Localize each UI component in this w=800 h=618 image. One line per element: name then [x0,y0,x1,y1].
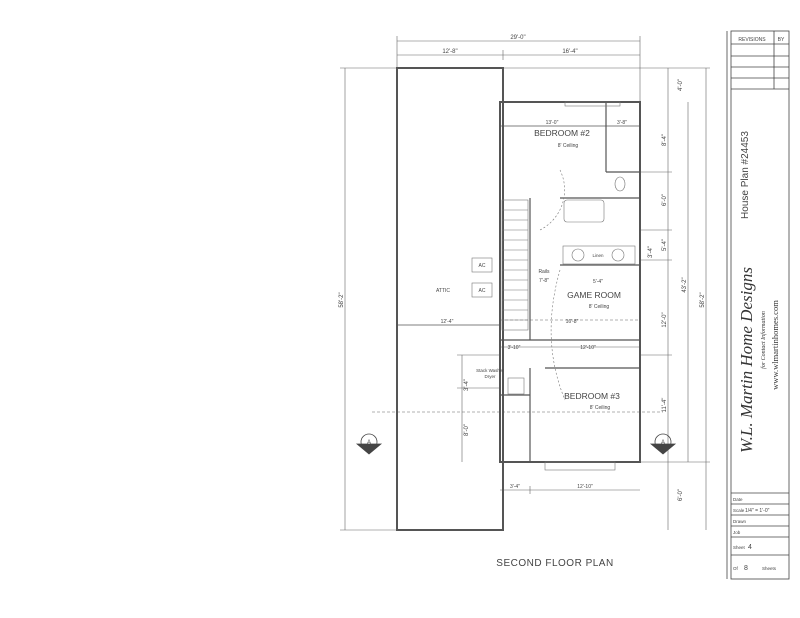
of-label: Of [733,566,739,571]
section-marker-left [355,433,383,455]
sheet-label: Sheet [733,545,746,550]
left-width-dim: 12'-8" [442,49,457,55]
overall-width-dim: 29'-0" [510,35,525,41]
rails-label: Rails [538,269,550,275]
dim: 12'-4" [441,319,454,325]
dim: 8'-0" [464,424,470,436]
dim: 7'-8" [539,278,549,284]
attic-label: ATTIC [436,288,450,294]
dimension-lines [340,36,710,531]
bedroom-2-label: BEDROOM #2 [534,128,590,138]
overall-depth-dim-right: 58'-2" [700,292,706,307]
company-name: W.L. Martin Home Designs [737,267,756,453]
dim: 4'-0" [678,79,684,91]
section-marker-right [649,433,677,455]
plan-number: House Plan #24453 [740,131,751,219]
dim: 13'-0" [546,120,559,126]
sheet-value: 4 [748,544,752,551]
dim: 3'-4" [464,379,470,391]
bedroom-3-label: BEDROOM #3 [564,391,620,401]
dim: 5'-4" [662,239,668,251]
dim: 5'-4" [593,279,603,285]
fixtures [471,101,636,471]
linen-label: Linen [592,253,604,258]
ac-label: AC [479,288,486,294]
game-room-label: GAME ROOM [567,290,621,300]
contact-label: for Contact Information [760,311,767,369]
by-label: BY [778,37,785,43]
section-marker-label: A [367,440,371,446]
drawn-label: Drawn [733,519,747,524]
dim: 11'-4" [662,398,668,413]
dim: 3'-10" [508,345,521,351]
dim: 12'-10" [577,484,593,490]
website: www.wlmartinhomes.com [770,300,780,390]
of-value: 8 [744,565,748,572]
scale-value: 1/4" = 1'-0" [745,508,770,514]
game-room-ceiling: 8' Ceiling [589,304,610,310]
laundry-label: Stack Washer Dryer [476,368,504,379]
dim: 3'-4" [648,246,654,258]
section-marker-label: A [661,440,665,446]
ac-unit-2 [471,282,493,298]
dim: 16'-8" [566,319,579,325]
sheets-label: Sheets [762,566,777,571]
dim: 12'-10" [580,345,596,351]
dim: 3'-4" [510,484,520,490]
overall-depth-dim: 58'-2" [339,292,345,307]
bedroom-2-ceiling: 8' Ceiling [558,143,579,149]
ac-unit-1 [471,257,493,273]
dim: 6'-0" [662,194,668,206]
dim: 3'-8" [617,120,627,126]
date-label: Date [733,497,743,502]
plan-title: SECOND FLOOR PLAN [496,558,613,569]
revisions-label: REVISIONS [738,37,766,43]
dim: 12'-0" [662,312,668,327]
dim: 8'-4" [662,134,668,146]
house-depth-dim: 43'-2" [682,277,688,292]
right-width-dim: 16'-4" [562,49,577,55]
dim: 6'-0" [678,489,684,501]
ac-label: AC [479,263,486,269]
job-label: Job [733,530,741,535]
bedroom-3-ceiling: 8' Ceiling [590,405,611,411]
scale-label: Scale [733,508,745,513]
